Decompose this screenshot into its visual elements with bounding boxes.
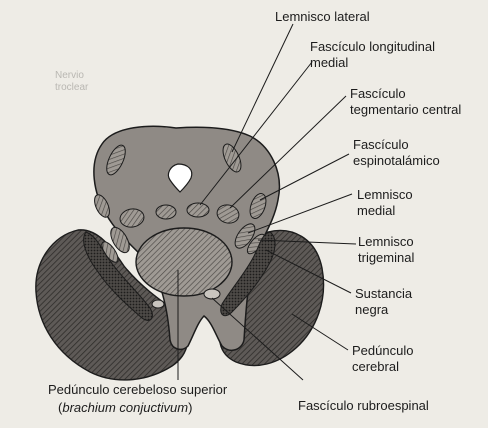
spinothalamic-tract-left xyxy=(94,194,110,218)
leader-rubroespinal xyxy=(211,297,304,381)
medial-longitudinal-fasciculus-left xyxy=(155,204,177,220)
cerebral-aqueduct xyxy=(167,163,193,193)
leader-lines xyxy=(177,23,357,381)
label-fasciculo-tegmentario-line1: Fascículo xyxy=(350,86,406,101)
label-fasciculo-rubroespinal: Fascículo rubroespinal xyxy=(298,398,429,413)
leader-fasciculo-longitudinal-medial xyxy=(199,61,313,206)
leader-fasciculo-tegmentario xyxy=(229,95,347,209)
label-fasciculo-longitudinal-line2: medial xyxy=(310,55,348,70)
label-pedunculo-cerebeloso-superior: Pedúnculo cerebeloso superior xyxy=(48,382,228,397)
label-pedunculo-cerebral-line2: cerebral xyxy=(352,359,399,374)
label-sustancia-negra-line2: negra xyxy=(355,302,389,317)
leader-lemnisco-trigeminal xyxy=(257,239,357,245)
background-text-1: Nervio xyxy=(55,70,84,81)
superior-cerebellar-peduncle xyxy=(135,227,233,297)
label-fasciculo-espinotalamico-line2: espinotalámico xyxy=(353,153,440,168)
label-fasciculo-longitudinal-line1: Fascículo longitudinal xyxy=(310,39,435,54)
label-lemnisco-trigeminal-line1: Lemnisco xyxy=(358,234,414,249)
medial-longitudinal-fasciculus-right xyxy=(186,202,210,218)
central-tegmental-tract-right xyxy=(216,204,240,224)
central-tegmental-tract-left xyxy=(119,208,145,228)
brachium-italic: brachium conjuctivum xyxy=(62,400,188,415)
leader-pedunculo-cerebral xyxy=(291,313,349,351)
substantia-nigra-right xyxy=(220,231,276,317)
background-text-2: troclear xyxy=(55,82,89,93)
label-lemnisco-lateral: Lemnisco lateral xyxy=(275,9,370,24)
label-lemnisco-medial-line2: medial xyxy=(357,203,395,218)
label-fasciculo-tegmentario-line2: tegmentario central xyxy=(350,102,461,117)
medial-lemniscus-left xyxy=(110,226,130,254)
lateral-lemniscus-left xyxy=(106,144,126,176)
substantia-nigra-left xyxy=(83,231,153,321)
label-fasciculo-espinotalamico-line1: Fascículo xyxy=(353,137,409,152)
label-sustancia-negra-line1: Sustancia xyxy=(355,286,413,301)
spinothalamic-tract-right xyxy=(249,193,267,219)
leader-lemnisco-medial xyxy=(247,193,353,234)
medial-lemniscus-right xyxy=(234,223,256,249)
leader-fasciculo-espinotalamico xyxy=(259,153,350,201)
leader-lemnisco-lateral xyxy=(231,23,294,153)
brachium-open-paren: ( xyxy=(58,400,63,415)
rubrospinal-tract-left xyxy=(151,299,165,309)
leader-sustancia-negra xyxy=(265,249,352,294)
label-lemnisco-trigeminal-line2: trigeminal xyxy=(358,250,414,265)
label-brachium-conjuctivum: (brachium conjuctivum) xyxy=(58,400,192,415)
label-lemnisco-medial-line1: Lemnisco xyxy=(357,187,413,202)
brachium-close-paren: ) xyxy=(188,400,192,415)
lateral-lemniscus-right xyxy=(222,143,242,173)
label-pedunculo-cerebral-line1: Pedúnculo xyxy=(352,343,413,358)
cerebral-peduncle-left xyxy=(35,229,189,381)
rubrospinal-tract-right xyxy=(203,288,221,300)
